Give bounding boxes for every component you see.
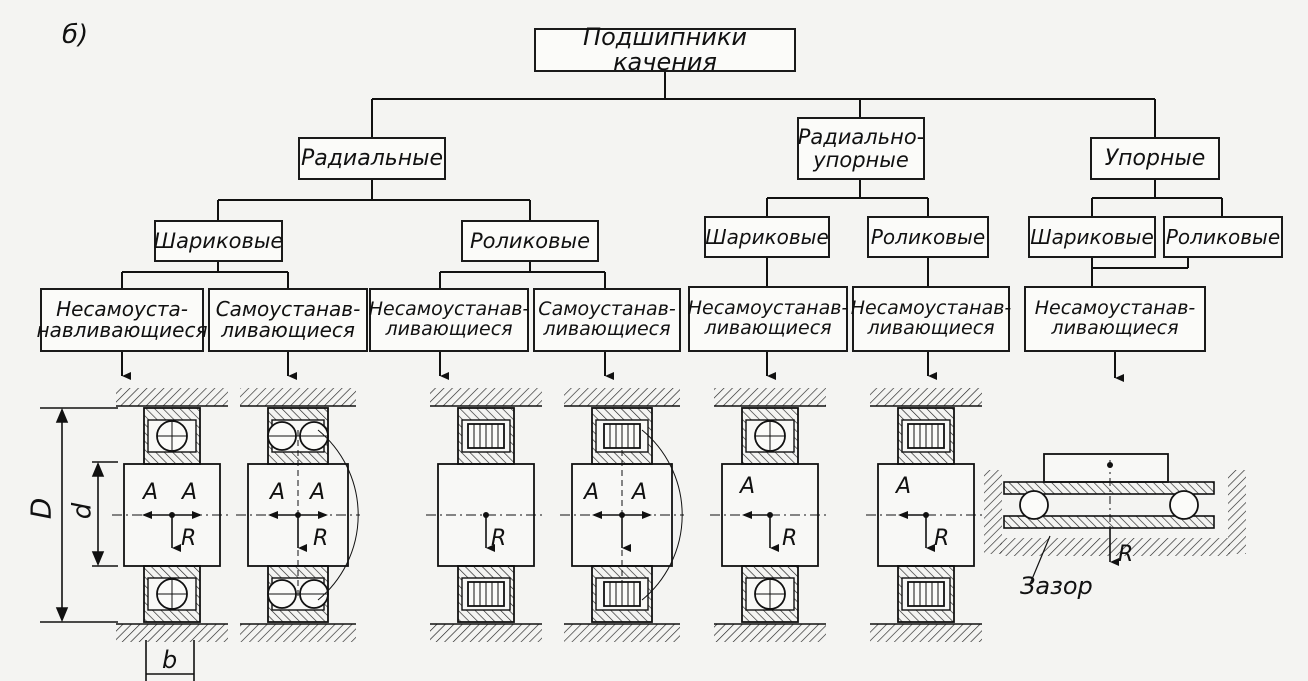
force-label-R: R xyxy=(491,526,507,551)
root-node: Подшипники качения xyxy=(534,24,796,75)
type-ball-thrust: Шариковые xyxy=(1028,216,1156,258)
type-roller-radial: Роликовые xyxy=(461,220,599,262)
gap-label: Зазор xyxy=(1020,572,1093,600)
figure-label: б) xyxy=(62,20,89,50)
force-label-A: A xyxy=(740,474,756,499)
tree-arrows xyxy=(121,352,1124,382)
group-thrust: Упорные xyxy=(1090,137,1220,180)
force-label-A: A xyxy=(270,480,286,505)
group-radial: Радиальные xyxy=(298,137,446,180)
dim-label-b: b xyxy=(162,646,178,674)
force-label-A: A xyxy=(896,474,912,499)
drawing-thrust-ball xyxy=(984,453,1246,585)
drawing-deep-groove-ball xyxy=(112,388,232,642)
force-label-A: A xyxy=(632,480,648,505)
group-radial-thrust: Радиально- упорные xyxy=(797,117,925,180)
force-label-A: A xyxy=(182,480,198,505)
dim-label-D: D xyxy=(24,497,58,520)
force-label-R: R xyxy=(934,526,950,551)
dim-label-d: d xyxy=(67,502,98,520)
kind-self-aligning-1: Самоустанав- ливающиеся xyxy=(208,288,368,352)
drawing-self-aligning-ball xyxy=(236,388,360,642)
kind-non-self-aligning-2: Несамоустанав- ливающиеся xyxy=(369,288,529,352)
force-label-R: R xyxy=(181,526,197,551)
type-ball-radial: Шариковые xyxy=(154,220,283,262)
force-label-A: A xyxy=(143,480,159,505)
type-ball-radial-thrust: Шариковые xyxy=(704,216,830,258)
force-label-R: R xyxy=(1118,542,1134,567)
drawing-spherical-roller xyxy=(560,388,684,642)
force-label-R: R xyxy=(313,526,329,551)
kind-self-aligning-2: Самоустанав- ливающиеся xyxy=(533,288,681,352)
drawing-cylindrical-roller xyxy=(426,388,546,642)
kind-non-self-aligning-5: Несамоустанав- ливающиеся xyxy=(1024,286,1206,352)
type-roller-thrust: Роликовые xyxy=(1163,216,1283,258)
force-label-R: R xyxy=(782,526,798,551)
kind-non-self-aligning-1: Несамоуста- навливающиеся xyxy=(37,288,207,352)
kind-non-self-aligning-4: Несамоустанав- ливающиеся xyxy=(851,286,1011,352)
force-label-A: A xyxy=(310,480,326,505)
bearing-drawings xyxy=(112,388,1246,642)
type-roller-radial-thrust: Роликовые xyxy=(867,216,989,258)
kind-non-self-aligning-3: Несамоустанав- ливающиеся xyxy=(688,286,848,352)
drawing-tapered-roller xyxy=(866,388,986,642)
force-label-A: A xyxy=(584,480,600,505)
drawing-angular-contact-ball xyxy=(710,388,830,642)
tree-connectors xyxy=(121,72,1223,288)
dimension-lines xyxy=(40,407,195,681)
